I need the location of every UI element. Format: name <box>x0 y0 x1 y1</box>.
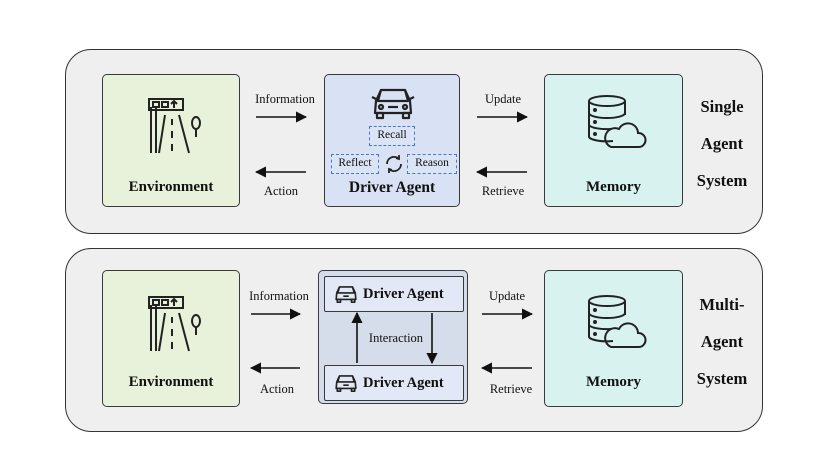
driver-agent-top-label: Driver Agent <box>363 286 444 302</box>
interaction-label: Interaction <box>368 331 424 345</box>
information-label-single: Information <box>255 92 315 106</box>
system-label-single-line3: System <box>696 171 748 190</box>
car-icon <box>335 375 357 392</box>
retrieve-label-multi: Retrieve <box>489 382 533 396</box>
driver-agent-bottom: Driver Agent <box>324 365 464 401</box>
driver-agent-box-single: Recall Reflect Reason Driver Agent <box>324 74 460 207</box>
action-label-multi: Action <box>259 382 295 396</box>
update-label-multi: Update <box>488 289 526 303</box>
reflect-step: Reflect <box>331 154 379 174</box>
retrieve-label-single: Retrieve <box>481 184 525 198</box>
refresh-cycle-icon <box>386 155 402 173</box>
system-label-single-line2: Agent <box>700 134 744 153</box>
memory-box-multi: Memory <box>544 270 683 407</box>
recall-step: Recall <box>369 126 415 146</box>
memory-label-single: Memory <box>586 179 641 195</box>
driver-agent-label-single: Driver Agent <box>348 179 436 196</box>
environment-box-multi: Environment <box>102 270 240 407</box>
system-label-multi-line3: System <box>696 369 748 388</box>
memory-label-multi: Memory <box>586 374 641 390</box>
environment-label-multi: Environment <box>128 374 214 390</box>
car-icon <box>335 286 357 303</box>
system-label-multi-line2: Agent <box>700 332 744 351</box>
system-label-single-line1: Single <box>700 97 744 116</box>
road-sign-icon <box>148 296 201 352</box>
system-label-single: Single Agent System <box>682 88 762 199</box>
multi-driver-container: Driver Agent Driver Agent Interaction <box>318 270 468 404</box>
reason-step: Reason <box>407 154 457 174</box>
system-label-multi: Multi- Agent System <box>682 286 762 397</box>
driver-agent-bottom-label: Driver Agent <box>363 375 444 391</box>
database-cloud-icon <box>588 95 647 148</box>
information-label-multi: Information <box>249 289 309 303</box>
action-label-single: Action <box>263 184 299 198</box>
road-sign-icon <box>148 98 201 154</box>
memory-box-single: Memory <box>544 74 683 207</box>
driver-agent-top: Driver Agent <box>324 276 464 312</box>
system-label-multi-line1: Multi- <box>699 295 745 314</box>
update-label-single: Update <box>484 92 522 106</box>
car-icon <box>371 88 415 120</box>
environment-box-single: Environment <box>102 74 240 207</box>
database-cloud-icon <box>588 295 647 348</box>
environment-label-single: Environment <box>128 179 214 195</box>
